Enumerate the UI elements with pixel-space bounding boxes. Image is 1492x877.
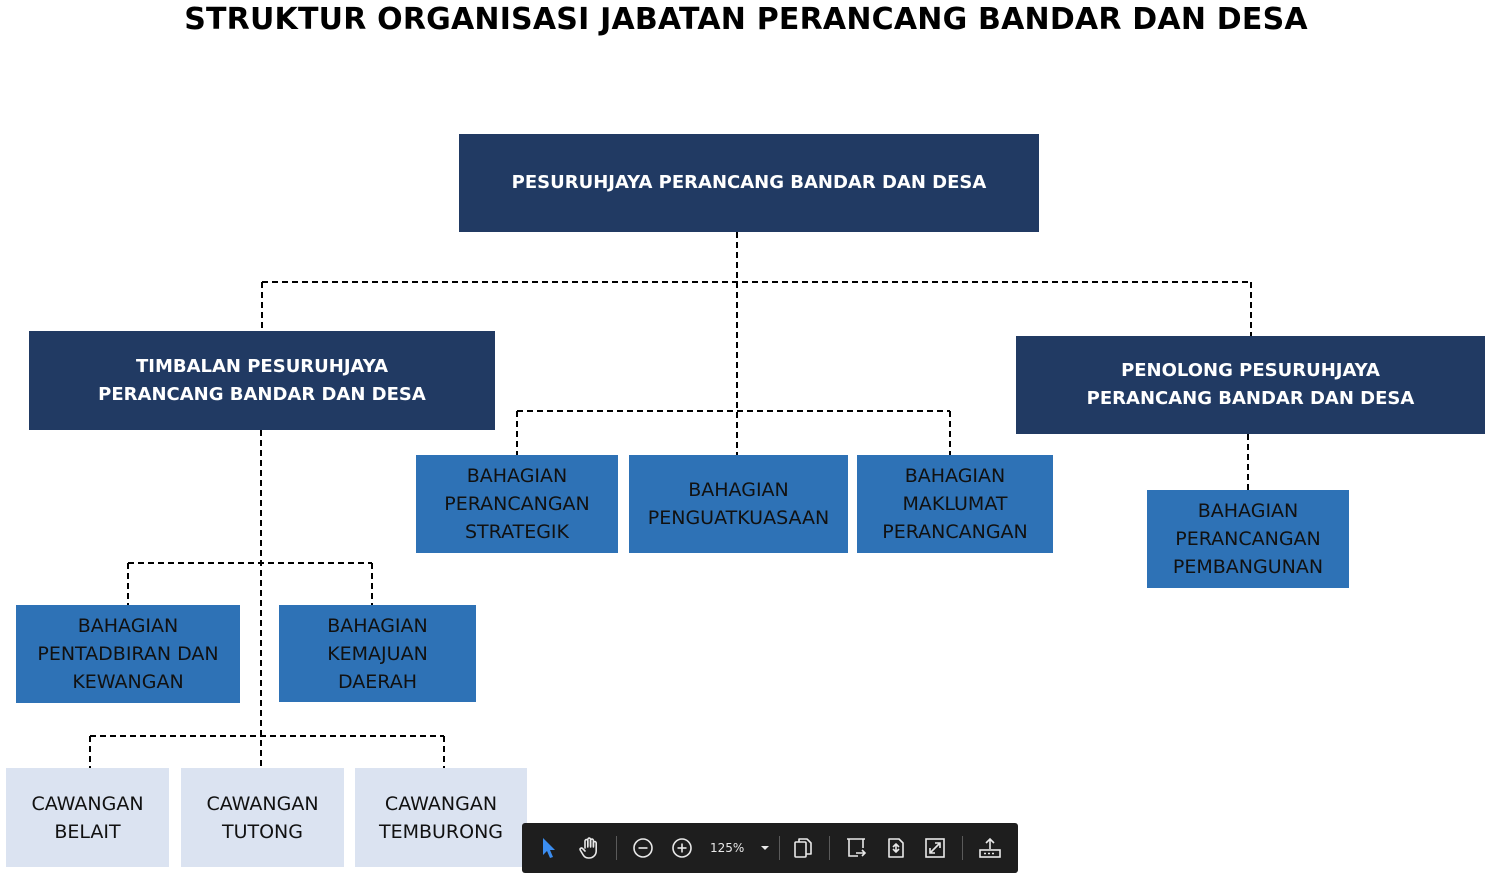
toolbar-separator [616, 836, 617, 860]
node-perancangan-strategik: BAHAGIAN PERANCANGAN STRATEGIK [416, 455, 618, 553]
chevron-down-icon [761, 846, 770, 850]
page-view-icon [794, 838, 812, 858]
share-upload-button[interactable] [976, 823, 1004, 873]
node-label: CAWANGAN TUTONG [206, 792, 319, 843]
node-label: BAHAGIAN PERANCANGAN STRATEGIK [444, 465, 590, 543]
toolbar-separator [779, 836, 780, 860]
node-label: BAHAGIAN KEMAJUAN DAERAH [327, 614, 428, 693]
node-maklumat-perancangan: BAHAGIAN MAKLUMAT PERANCANGAN [857, 455, 1053, 553]
toolbar-separator [829, 836, 830, 860]
fullscreen-icon [925, 838, 945, 858]
fit-width-icon [847, 838, 867, 857]
node-penolong: PENOLONG PESURUHJAYA PERANCANG BANDAR DA… [1016, 336, 1485, 434]
fit-width-button[interactable] [842, 823, 870, 873]
page-view-button[interactable] [790, 823, 816, 873]
chart-title: STRUKTUR ORGANISASI JABATAN PERANCANG BA… [184, 2, 1308, 37]
node-label: BAHAGIAN PERANCANGAN PEMBANGUNAN [1172, 500, 1324, 578]
hand-pan-icon [579, 837, 597, 859]
share-upload-icon [979, 837, 1001, 858]
zoom-out-button[interactable] [630, 823, 656, 873]
zoom-out-icon [633, 838, 653, 858]
zoom-in-icon [672, 838, 692, 858]
toolbar-separator [962, 836, 963, 860]
hand-pan-button[interactable] [574, 823, 604, 873]
node-pentadbiran-kewangan: BAHAGIAN PENTADBIRAN DAN KEWANGAN [16, 605, 240, 703]
node-label: BAHAGIAN PENGUATKUASAAN [647, 479, 830, 529]
node-label: BAHAGIAN PENTADBIRAN DAN KEWANGAN [37, 615, 219, 693]
zoom-in-button[interactable] [669, 823, 695, 873]
fullscreen-button[interactable] [921, 823, 949, 873]
node-label: CAWANGAN TEMBURONG [378, 792, 504, 843]
node-perancangan-pembangunan: BAHAGIAN PERANCANGAN PEMBANGUNAN [1147, 490, 1349, 588]
select-pointer-icon [543, 838, 555, 858]
node-timbalan: TIMBALAN PESURUHJAYA PERANCANG BANDAR DA… [29, 331, 495, 430]
node-cawangan-temburong: CAWANGAN TEMBURONG [355, 768, 527, 867]
node-label: TIMBALAN PESURUHJAYA PERANCANG BANDAR DA… [98, 355, 426, 405]
fit-page-button[interactable] [882, 823, 910, 873]
node-penguatkuasaan: BAHAGIAN PENGUATKUASAAN [629, 455, 848, 553]
zoom-level-select[interactable]: 125% [710, 823, 772, 873]
node-label: PENOLONG PESURUHJAYA PERANCANG BANDAR DA… [1086, 360, 1415, 409]
node-label: PESURUHJAYA PERANCANG BANDAR DAN DESA [511, 172, 987, 193]
fit-page-icon [888, 838, 904, 858]
viewer-toolbar: 125% [522, 823, 1018, 873]
node-label: BAHAGIAN MAKLUMAT PERANCANGAN [882, 465, 1028, 543]
zoom-level-value: 125% [710, 841, 745, 855]
node-cawangan-tutong: CAWANGAN TUTONG [181, 768, 344, 867]
node-label: CAWANGAN BELAIT [31, 792, 144, 843]
node-cawangan-belait: CAWANGAN BELAIT [6, 768, 169, 867]
select-pointer-button[interactable] [536, 823, 562, 873]
node-kemajuan-daerah: BAHAGIAN KEMAJUAN DAERAH [279, 605, 476, 702]
node-pesuruhjaya: PESURUHJAYA PERANCANG BANDAR DAN DESA [459, 134, 1039, 232]
